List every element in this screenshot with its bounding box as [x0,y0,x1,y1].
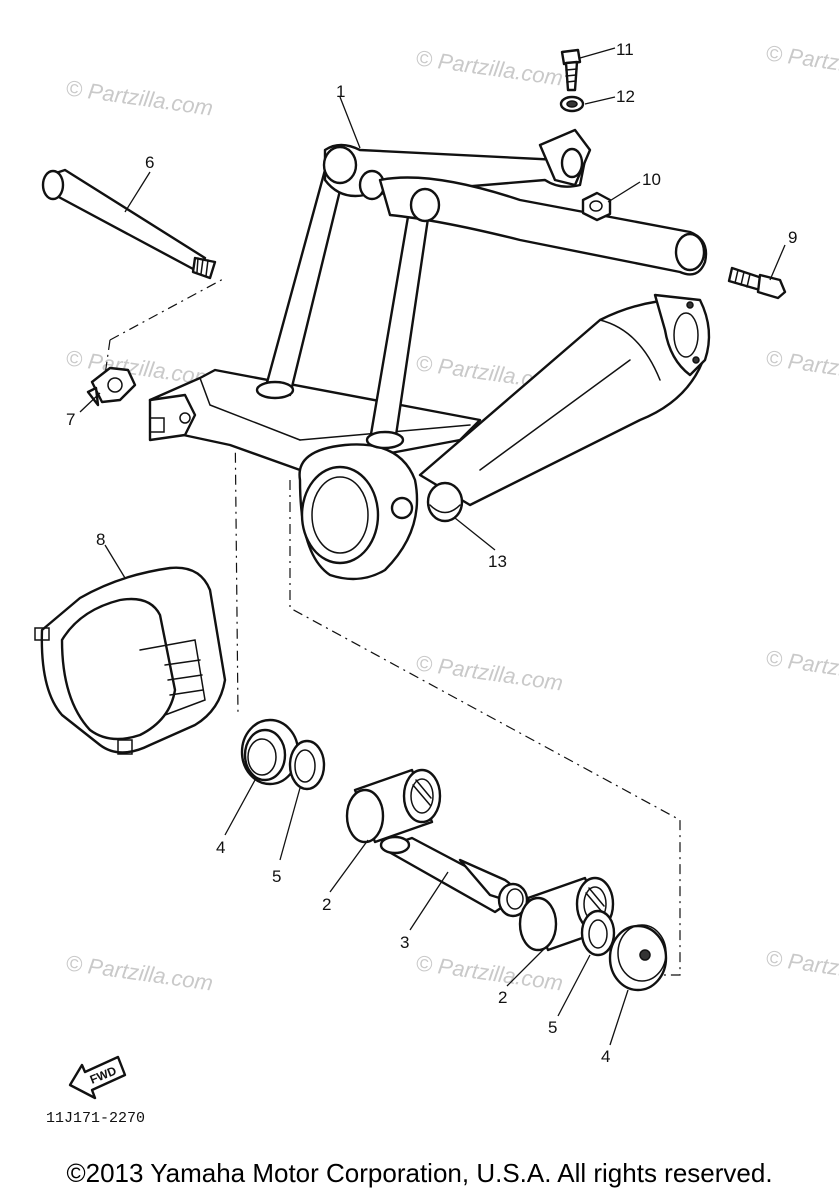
oil-seal-left [240,718,300,786]
callout-3: 3 [400,933,409,952]
callout-10: 10 [642,170,661,189]
diagram-code: 11J171-2270 [46,1110,145,1127]
callout-8: 8 [96,530,105,549]
nut [581,191,612,222]
watermark: © Partzilla.com [764,40,839,85]
callout-5: 5 [548,1018,557,1037]
leader-lines [79,47,786,1046]
cover [34,566,227,755]
callout-12: 12 [616,87,635,106]
callouts: 1 6 7 8 9 10 11 12 13 4 5 2 3 2 5 4 [66,40,797,1066]
pivot-shaft [41,168,217,280]
bearing-right [518,876,615,952]
watermark: © Partzilla.com [64,75,214,120]
callout-11: 11 [616,40,634,59]
washer-right [580,909,616,957]
callout-13: 13 [488,552,507,571]
copyright-notice: ©2013 Yamaha Motor Corporation, U.S.A. A… [66,1158,773,1188]
callout-9: 9 [788,228,797,247]
bolt [727,266,787,300]
washer-left [288,739,326,791]
lock-washer [86,366,137,407]
callout-4: 4 [601,1047,610,1066]
callout-2: 2 [322,895,331,914]
watermark: © Partzilla.com [414,950,564,995]
callout-1: 1 [336,82,345,101]
callout-2: 2 [498,988,507,1007]
fwd-arrow: FWD [68,1055,127,1100]
watermark: © Partzilla.com [764,945,839,990]
swingarm-frame [148,128,711,581]
collar-shaft [379,835,529,918]
upper-washer [559,95,585,113]
watermark: © Partzilla.com [414,45,564,90]
watermark: © Partzilla.com [414,650,564,695]
watermark: © Partzilla.com [64,950,214,995]
upper-bolt [560,48,582,92]
cap-right [608,924,668,992]
bearing-left [345,768,442,844]
watermark: © Partzilla.com [764,645,839,690]
plug [426,481,464,523]
callout-5: 5 [272,867,281,886]
watermark: © Partzilla.com [764,345,839,390]
callout-7: 7 [66,410,75,429]
callout-4: 4 [216,838,225,857]
callout-6: 6 [145,153,154,172]
